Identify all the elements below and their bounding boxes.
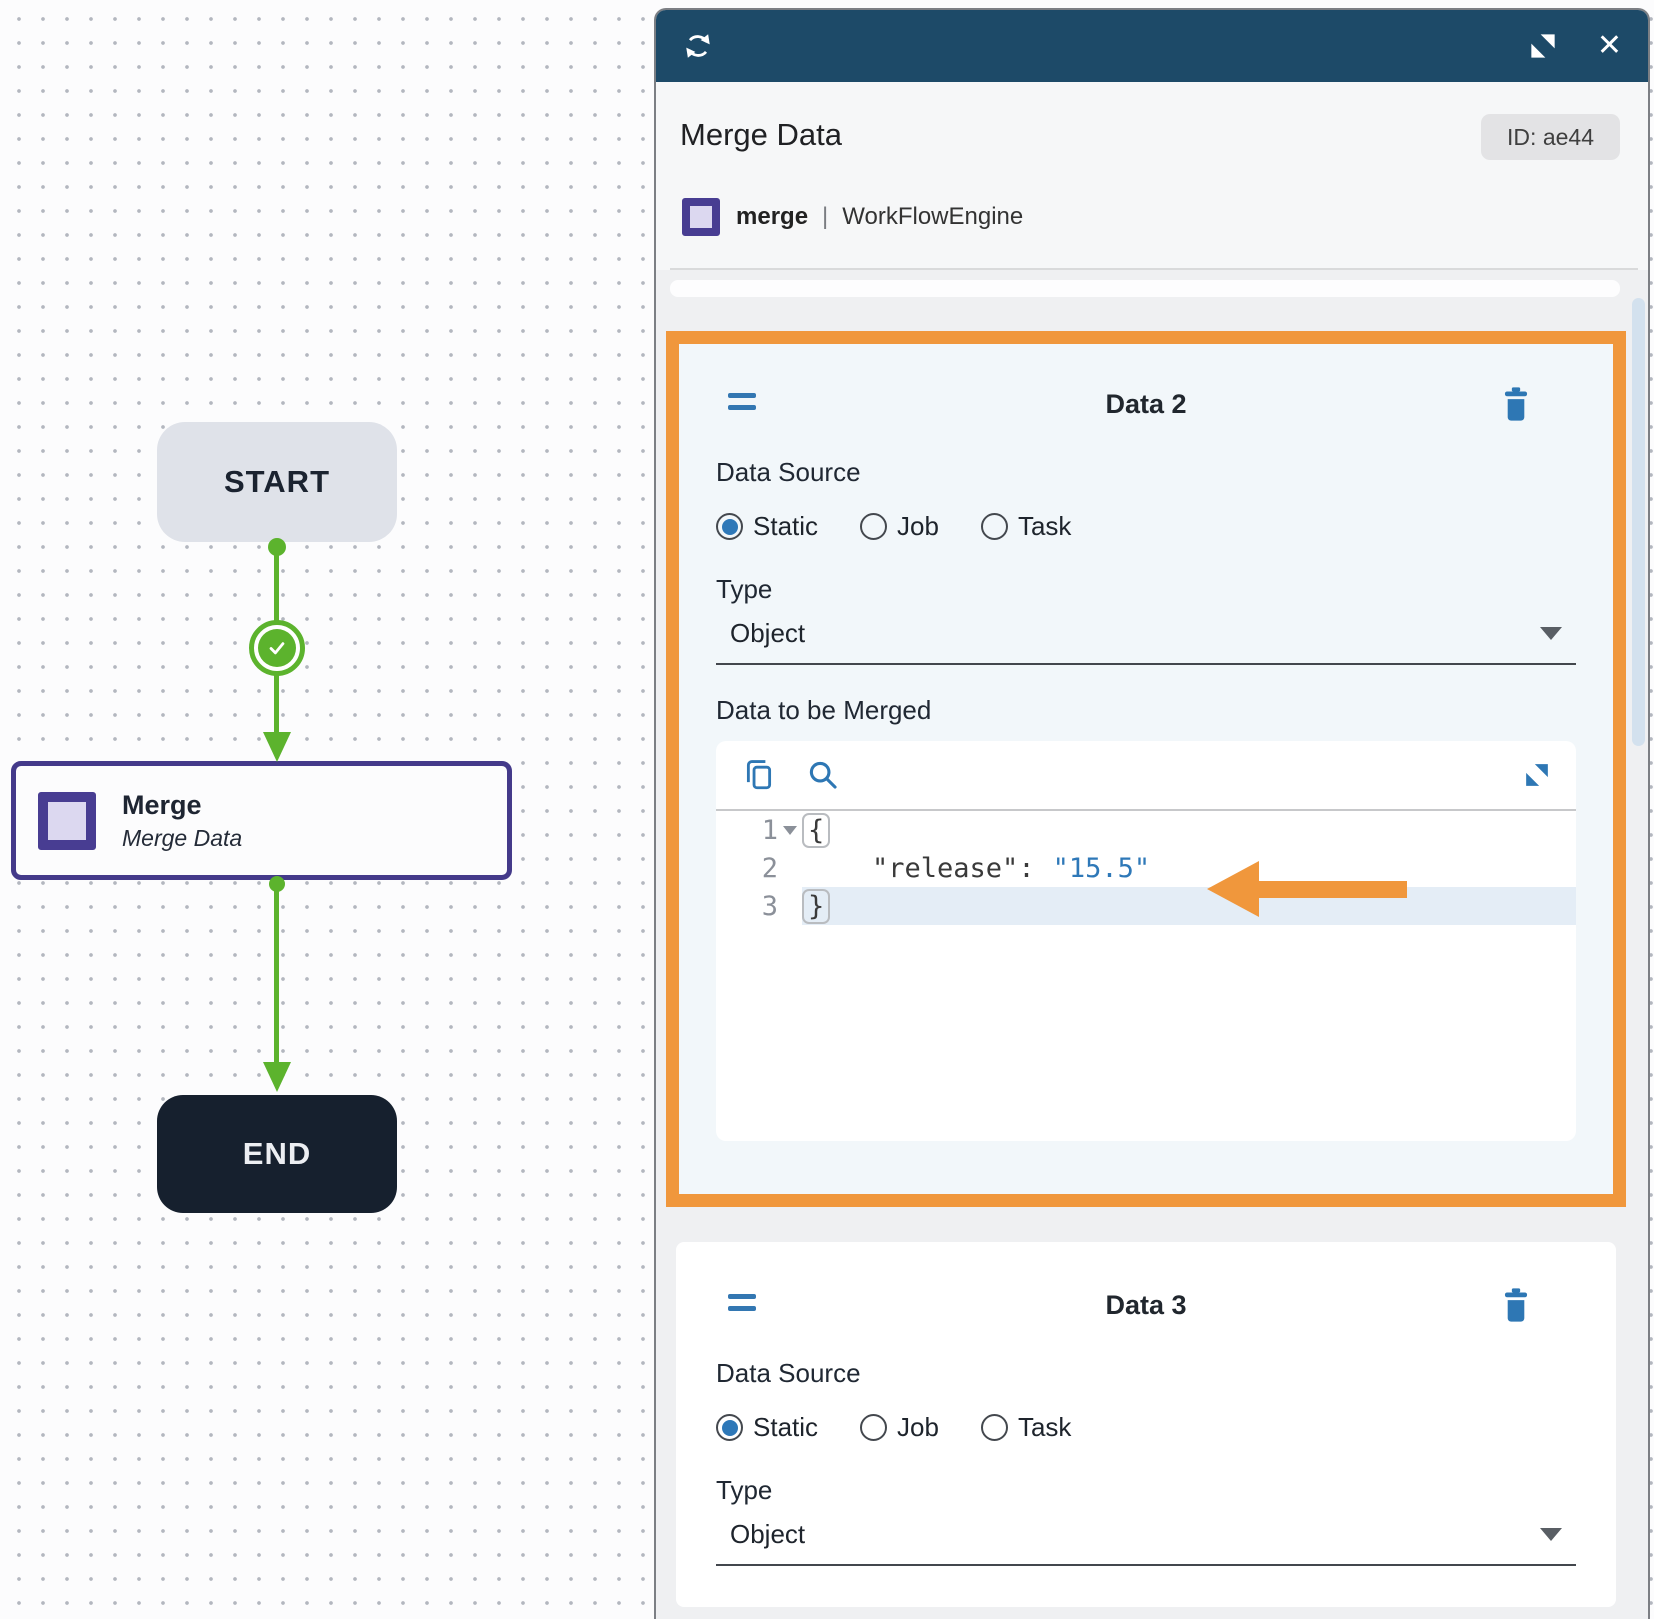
fold-caret-icon[interactable] <box>783 825 797 835</box>
radio-circle-icon[interactable] <box>980 513 1008 540</box>
merge-node[interactable]: Merge Merge Data <box>11 761 512 880</box>
radio-static[interactable]: Static <box>716 1412 818 1443</box>
drag-handle-icon[interactable] <box>728 1294 756 1311</box>
json-colon: : <box>1018 852 1035 884</box>
close-brace: } <box>802 888 831 924</box>
divider <box>670 268 1638 270</box>
radio-circle-icon[interactable] <box>716 513 743 540</box>
json-value: "15.5" <box>1052 852 1151 884</box>
start-node-label: START <box>223 464 331 499</box>
close-icon[interactable]: ✕ <box>1596 29 1622 62</box>
line-number: 3 <box>761 890 778 922</box>
merge-node-subtitle: Merge Data <box>122 824 243 851</box>
type-label: Type <box>716 1475 773 1505</box>
radio-circle-icon[interactable] <box>860 1414 888 1441</box>
data2-type-select[interactable]: Object <box>716 618 1576 665</box>
scrollbar-thumb[interactable] <box>1632 298 1645 746</box>
data2-source-radios: Static Job Task <box>716 511 1576 542</box>
chevron-down-icon <box>1540 1528 1562 1541</box>
previous-card-edge <box>670 280 1620 297</box>
line-number: 2 <box>761 852 778 884</box>
panel-header: ✕ <box>656 10 1648 82</box>
data3-card: Data 3 Data Source Static Job Task <box>676 1242 1616 1607</box>
merged-data-label: Data to be Merged <box>716 695 932 725</box>
node-type-name: merge <box>736 203 809 230</box>
node-type-row: merge | WorkFlowEngine <box>682 198 1023 236</box>
radio-static[interactable]: Static <box>716 511 818 542</box>
json-key: "release" <box>872 852 1019 884</box>
drag-handle-icon[interactable] <box>728 393 756 410</box>
delete-data2-icon[interactable] <box>1499 386 1533 422</box>
code-line-2[interactable]: 2 "release" : "15.5" <box>716 849 1576 887</box>
code-area[interactable]: 1 { 2 "release" : "15.5" 3 } <box>716 811 1576 925</box>
type-select-value: Object <box>730 618 806 648</box>
start-node[interactable]: START <box>157 422 397 542</box>
code-line-1[interactable]: 1 { <box>716 811 1576 849</box>
line-number: 1 <box>761 814 778 846</box>
radio-task[interactable]: Task <box>980 1412 1071 1443</box>
radio-job[interactable]: Job <box>860 511 939 542</box>
search-icon[interactable] <box>806 758 840 792</box>
data3-type-select[interactable]: Object <box>716 1519 1576 1566</box>
copy-icon[interactable] <box>742 758 776 792</box>
radio-circle-icon[interactable] <box>716 1414 743 1441</box>
data-source-label: Data Source <box>716 1358 861 1388</box>
type-select-value: Object <box>730 1519 806 1549</box>
end-node-label: END <box>242 1136 312 1171</box>
data3-title: Data 3 <box>1105 1290 1187 1320</box>
engine-name: WorkFlowEngine <box>842 203 1024 230</box>
arrowhead-icon <box>263 1062 291 1092</box>
code-line-3[interactable]: 3 } <box>716 887 1576 925</box>
radio-circle-icon[interactable] <box>980 1414 1008 1441</box>
radio-circle-icon[interactable] <box>860 513 888 540</box>
delete-data3-icon[interactable] <box>1499 1287 1533 1323</box>
data3-source-radios: Static Job Task <box>716 1412 1576 1443</box>
arrowhead-icon <box>263 732 291 762</box>
merge-node-icon <box>38 791 96 850</box>
connector-dot <box>269 876 285 892</box>
open-brace: { <box>802 812 831 848</box>
radio-task[interactable]: Task <box>980 511 1071 542</box>
end-node[interactable]: END <box>157 1095 397 1213</box>
separator: | <box>822 203 829 230</box>
node-details-panel: ✕ Merge Data ID: ae44 merge | WorkFlowEn… <box>654 8 1650 1619</box>
data2-card: Data 2 Data Source Static Job Task <box>676 341 1616 1199</box>
connector-line <box>274 886 279 1066</box>
type-label: Type <box>716 574 773 604</box>
editor-toolbar <box>716 741 1576 811</box>
panel-title: Merge Data <box>680 117 842 152</box>
data-source-label: Data Source <box>716 457 861 487</box>
json-editor[interactable]: 1 { 2 "release" : "15.5" 3 } <box>716 741 1576 1141</box>
merge-node-title: Merge <box>122 789 202 820</box>
refresh-icon[interactable] <box>682 30 714 62</box>
merge-type-icon <box>682 198 720 236</box>
chevron-down-icon <box>1540 627 1562 640</box>
expand-editor-icon[interactable] <box>1524 762 1550 788</box>
expand-panel-icon[interactable] <box>1529 32 1557 60</box>
edge-check-icon <box>249 620 305 676</box>
connector-dot <box>268 538 286 556</box>
node-id-badge: ID: ae44 <box>1481 114 1620 160</box>
data2-title: Data 2 <box>1105 389 1187 419</box>
radio-job[interactable]: Job <box>860 1412 939 1443</box>
